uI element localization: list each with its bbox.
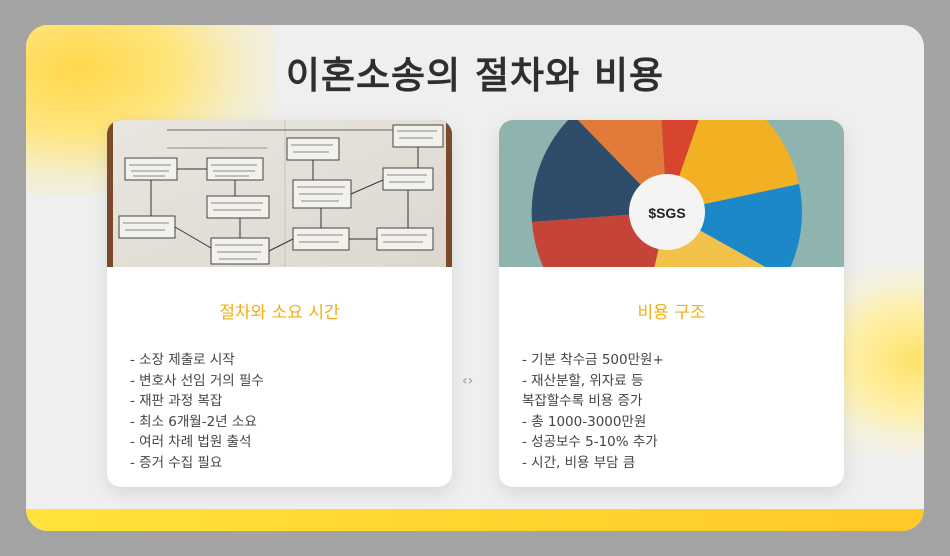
list-item: - 총 1000-3000만원 (522, 413, 647, 430)
list-item: - 여러 차례 법원 출석 (130, 434, 252, 451)
list-item: - 최소 6개월-2년 소요 (130, 413, 257, 430)
list-item: - 재판 과정 복잡 (130, 393, 223, 410)
cost-card: $SGS 비용 구조 - 기본 착수금 500만원+ - 재산분할, 위자료 등… (499, 120, 844, 487)
pie-chart-image: $SGS (499, 120, 844, 267)
list-item: - 증거 수집 필요 (130, 454, 223, 471)
bottom-accent-bar (26, 509, 924, 531)
flowchart-image (107, 120, 452, 267)
cost-list: - 기본 착수금 500만원+ - 재산분할, 위자료 등 복잡할수록 비용 증… (522, 350, 832, 474)
list-item: - 시간, 비용 부담 큼 (522, 454, 636, 471)
list-item: - 변호사 선임 거의 필수 (130, 372, 264, 389)
list-item: - 재산분할, 위자료 등 (522, 372, 644, 389)
slide: 이혼소송의 절차와 비용 (26, 25, 924, 531)
list-item: - 기본 착수금 500만원+ (522, 352, 664, 368)
procedure-heading: 절차와 소요 시간 (219, 303, 340, 323)
pie-center-label: $SGS (648, 205, 685, 221)
carousel-arrows[interactable]: ‹› (462, 373, 474, 389)
slide-title: 이혼소송의 절차와 비용 (285, 54, 665, 97)
list-item: - 소장 제출로 시작 (130, 352, 235, 368)
procedure-list: - 소장 제출로 시작 - 변호사 선임 거의 필수 - 재판 과정 복잡 - … (130, 350, 440, 474)
cost-heading: 비용 구조 (637, 303, 706, 323)
procedure-card: 절차와 소요 시간 - 소장 제출로 시작 - 변호사 선임 거의 필수 - 재… (107, 120, 452, 487)
list-item: 복잡할수록 비용 증가 (522, 393, 643, 410)
list-item: - 성공보수 5-10% 추가 (522, 434, 658, 451)
